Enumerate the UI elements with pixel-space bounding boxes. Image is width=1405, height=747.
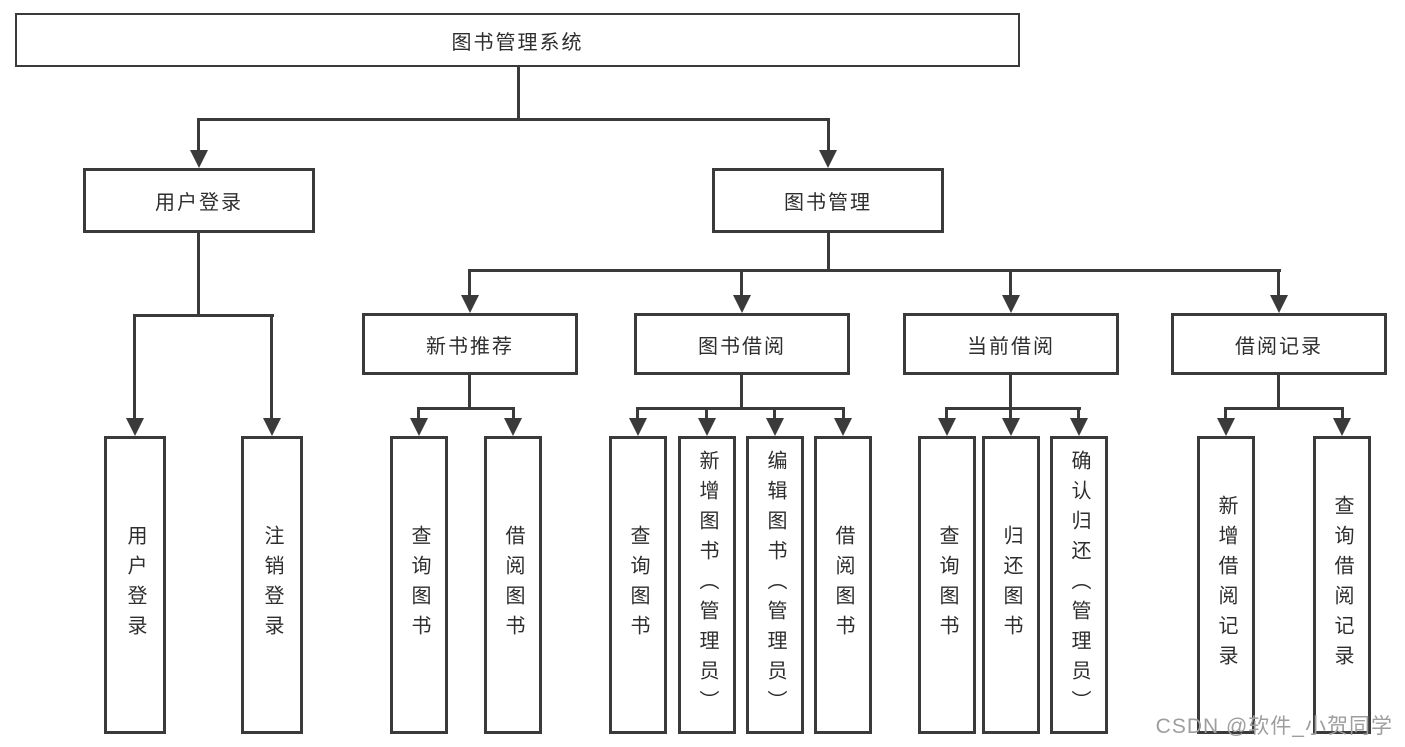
node-label: 新增借阅记录 xyxy=(1215,495,1237,675)
connector-line xyxy=(1277,375,1280,410)
leaf-return-books: 归还图书 xyxy=(982,436,1040,734)
connector-line xyxy=(636,407,845,410)
node-label: 新书推荐 xyxy=(426,335,514,358)
node-label: 查询借阅记录 xyxy=(1331,495,1353,675)
connector-line xyxy=(197,118,200,154)
node-book-borrowing: 图书借阅 xyxy=(634,313,850,375)
connector-line xyxy=(1009,407,1012,421)
arrowhead-down-icon xyxy=(263,418,281,436)
leaf-query-books-borrowing: 查询图书 xyxy=(609,436,667,734)
arrowhead-down-icon xyxy=(698,418,716,436)
node-label: 图书管理系统 xyxy=(451,31,584,54)
connector-line xyxy=(740,375,743,410)
connector-line xyxy=(827,233,830,272)
arrowhead-down-icon xyxy=(733,295,751,313)
connector-line xyxy=(773,407,776,421)
connector-line xyxy=(740,269,743,297)
connector-line xyxy=(468,269,471,297)
connector-line xyxy=(468,375,471,410)
node-user-login: 用户登录 xyxy=(83,168,315,233)
connector-line xyxy=(945,407,948,421)
node-label: 查询图书 xyxy=(627,525,649,645)
node-label: 确认归还（管理员） xyxy=(1068,450,1090,720)
connector-line xyxy=(417,407,515,410)
leaf-user-login: 用户登录 xyxy=(104,436,166,734)
arrowhead-down-icon xyxy=(1070,418,1088,436)
connector-line xyxy=(1009,269,1012,297)
arrowhead-down-icon xyxy=(1002,295,1020,313)
leaf-add-borrow-record: 新增借阅记录 xyxy=(1197,436,1255,734)
connector-line xyxy=(197,233,200,317)
arrowhead-down-icon xyxy=(504,418,522,436)
connector-line xyxy=(827,118,830,154)
connector-line xyxy=(1224,407,1227,421)
connector-line xyxy=(1277,269,1280,297)
connector-line xyxy=(1077,407,1080,421)
leaf-query-books-recommend: 查询图书 xyxy=(390,436,448,734)
connector-line xyxy=(517,67,520,121)
connector-line xyxy=(636,407,639,421)
node-label: 图书管理 xyxy=(784,192,872,214)
connector-line xyxy=(133,314,274,317)
arrowhead-down-icon xyxy=(1002,418,1020,436)
node-label: 图书借阅 xyxy=(698,335,786,358)
arrowhead-down-icon xyxy=(1270,295,1288,313)
leaf-add-books-admin: 新增图书（管理员） xyxy=(678,436,736,734)
connector-line xyxy=(133,314,136,421)
leaf-query-books-current: 查询图书 xyxy=(918,436,976,734)
leaf-confirm-return-admin: 确认归还（管理员） xyxy=(1050,436,1108,734)
node-label: 当前借阅 xyxy=(967,335,1055,358)
arrowhead-down-icon xyxy=(629,418,647,436)
connector-line xyxy=(512,407,515,421)
arrowhead-down-icon xyxy=(834,418,852,436)
connector-line xyxy=(270,314,273,421)
node-current-borrowing: 当前借阅 xyxy=(903,313,1119,375)
leaf-query-borrow-record: 查询借阅记录 xyxy=(1313,436,1371,734)
csdn-watermark: CSDN @软件_小贺同学 xyxy=(1155,715,1393,738)
leaf-borrow-books: 借阅图书 xyxy=(814,436,872,734)
node-label: 新增图书（管理员） xyxy=(696,450,718,720)
connector-line xyxy=(468,269,1281,272)
arrowhead-down-icon xyxy=(126,418,144,436)
arrowhead-down-icon xyxy=(1333,418,1351,436)
node-label: 查询图书 xyxy=(936,525,958,645)
node-label: 查询图书 xyxy=(408,525,430,645)
arrowhead-down-icon xyxy=(1217,418,1235,436)
arrowhead-down-icon xyxy=(766,418,784,436)
connector-line xyxy=(1341,407,1344,421)
node-new-book-recommendation: 新书推荐 xyxy=(362,313,578,375)
connector-line xyxy=(945,407,1081,410)
leaf-logout: 注销登录 xyxy=(241,436,303,734)
arrowhead-down-icon xyxy=(819,150,837,168)
node-label: 借阅记录 xyxy=(1235,335,1323,358)
node-label: 借阅图书 xyxy=(502,525,524,645)
arrowhead-down-icon xyxy=(938,418,956,436)
leaf-borrow-books-recommend: 借阅图书 xyxy=(484,436,542,734)
connector-line xyxy=(197,118,830,121)
node-label: 用户登录 xyxy=(124,525,146,645)
node-library-management-system: 图书管理系统 xyxy=(15,13,1020,67)
node-label: 注销登录 xyxy=(261,525,283,645)
leaf-edit-books-admin: 编辑图书（管理员） xyxy=(746,436,804,734)
node-book-management: 图书管理 xyxy=(712,168,944,233)
arrowhead-down-icon xyxy=(190,150,208,168)
arrowhead-down-icon xyxy=(410,418,428,436)
connector-line xyxy=(417,407,420,421)
node-borrowing-records: 借阅记录 xyxy=(1171,313,1387,375)
connector-line xyxy=(705,407,708,421)
node-label: 用户登录 xyxy=(155,192,243,214)
node-label: 编辑图书（管理员） xyxy=(764,450,786,720)
arrowhead-down-icon xyxy=(461,295,479,313)
connector-line xyxy=(1009,375,1012,410)
connector-line xyxy=(842,407,845,421)
node-label: 借阅图书 xyxy=(832,525,854,645)
connector-line xyxy=(1224,407,1344,410)
node-label: 归还图书 xyxy=(1000,525,1022,645)
